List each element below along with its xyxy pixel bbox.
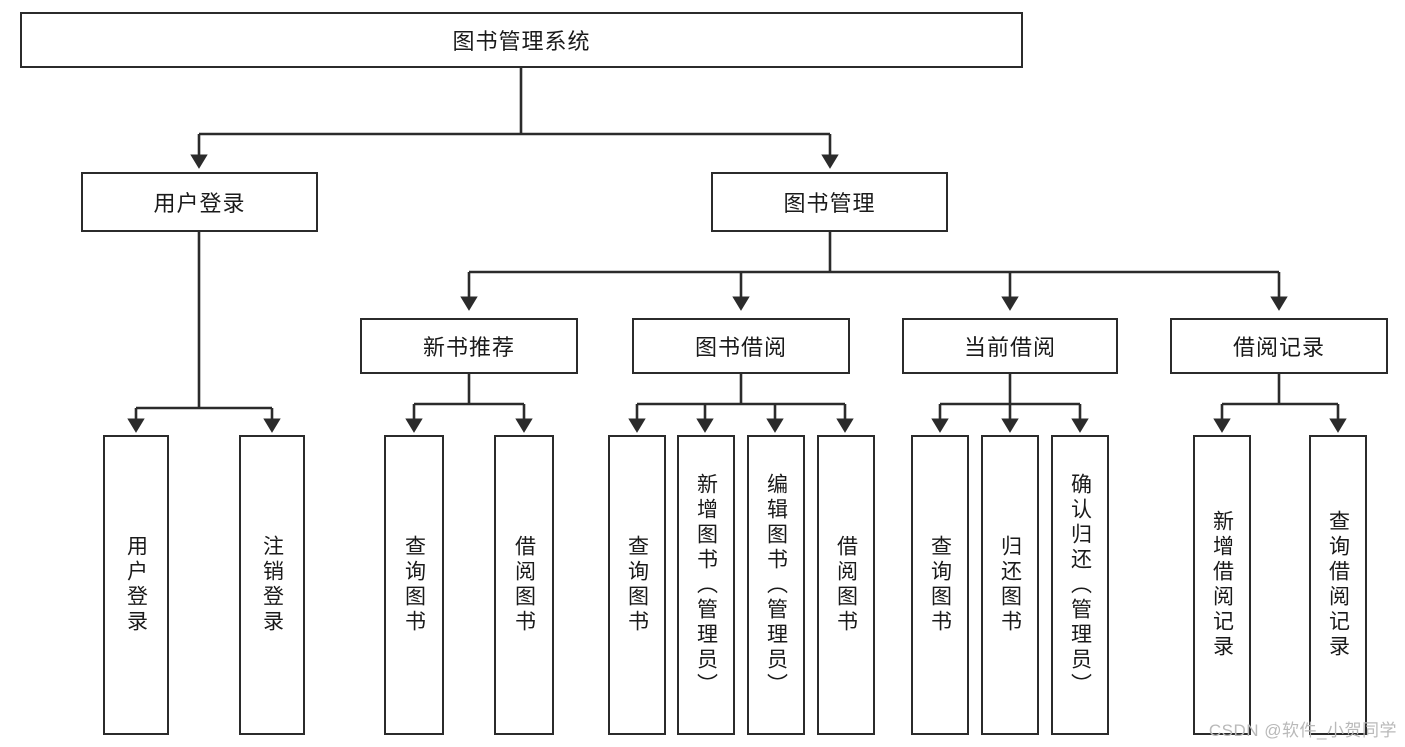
node-new-book-recommend[interactable]: 新书推荐 — [360, 318, 578, 374]
node-leaf-edit-book-label: 编辑图书（管理员） — [764, 472, 788, 698]
node-root[interactable]: 图书管理系统 — [20, 12, 1023, 68]
node-leaf-query-book-3[interactable]: 查询图书 — [911, 435, 969, 735]
node-current-borrow-label: 当前借阅 — [963, 335, 1056, 360]
node-leaf-borrow-book-1-label: 借阅图书 — [512, 535, 536, 635]
node-new-book-recommend-label: 新书推荐 — [422, 335, 515, 360]
node-leaf-confirm-return[interactable]: 确认归还（管理员） — [1051, 435, 1109, 735]
node-leaf-query-record-label: 查询借阅记录 — [1326, 510, 1350, 660]
node-leaf-add-record[interactable]: 新增借阅记录 — [1193, 435, 1251, 735]
node-leaf-user-login-label: 用户登录 — [124, 535, 148, 635]
node-leaf-borrow-book-2-label: 借阅图书 — [834, 535, 858, 635]
node-leaf-query-book-1[interactable]: 查询图书 — [384, 435, 444, 735]
node-user-login-label: 用户登录 — [153, 191, 246, 216]
node-leaf-return-book[interactable]: 归还图书 — [981, 435, 1039, 735]
node-book-borrow-label: 图书借阅 — [694, 335, 787, 360]
node-leaf-return-book-label: 归还图书 — [998, 535, 1022, 635]
node-book-manage-label: 图书管理 — [783, 191, 876, 216]
node-root-label: 图书管理系统 — [452, 29, 591, 54]
node-leaf-query-book-1-label: 查询图书 — [402, 535, 426, 635]
node-book-borrow[interactable]: 图书借阅 — [632, 318, 850, 374]
node-borrow-record-label: 借阅记录 — [1232, 335, 1325, 360]
node-current-borrow[interactable]: 当前借阅 — [902, 318, 1118, 374]
node-leaf-add-record-label: 新增借阅记录 — [1210, 510, 1234, 660]
node-leaf-user-login[interactable]: 用户登录 — [103, 435, 169, 735]
node-leaf-edit-book[interactable]: 编辑图书（管理员） — [747, 435, 805, 735]
node-leaf-query-record[interactable]: 查询借阅记录 — [1309, 435, 1367, 735]
node-leaf-add-book[interactable]: 新增图书（管理员） — [677, 435, 735, 735]
node-book-manage[interactable]: 图书管理 — [711, 172, 948, 232]
node-leaf-confirm-return-label: 确认归还（管理员） — [1068, 472, 1092, 698]
node-leaf-logout-label: 注销登录 — [260, 535, 284, 635]
node-borrow-record[interactable]: 借阅记录 — [1170, 318, 1388, 374]
node-leaf-borrow-book-2[interactable]: 借阅图书 — [817, 435, 875, 735]
node-leaf-query-book-2-label: 查询图书 — [625, 535, 649, 635]
node-leaf-logout[interactable]: 注销登录 — [239, 435, 305, 735]
node-leaf-query-book-2[interactable]: 查询图书 — [608, 435, 666, 735]
node-user-login[interactable]: 用户登录 — [81, 172, 318, 232]
node-leaf-add-book-label: 新增图书（管理员） — [694, 472, 718, 698]
node-leaf-borrow-book-1[interactable]: 借阅图书 — [494, 435, 554, 735]
node-leaf-query-book-3-label: 查询图书 — [928, 535, 952, 635]
